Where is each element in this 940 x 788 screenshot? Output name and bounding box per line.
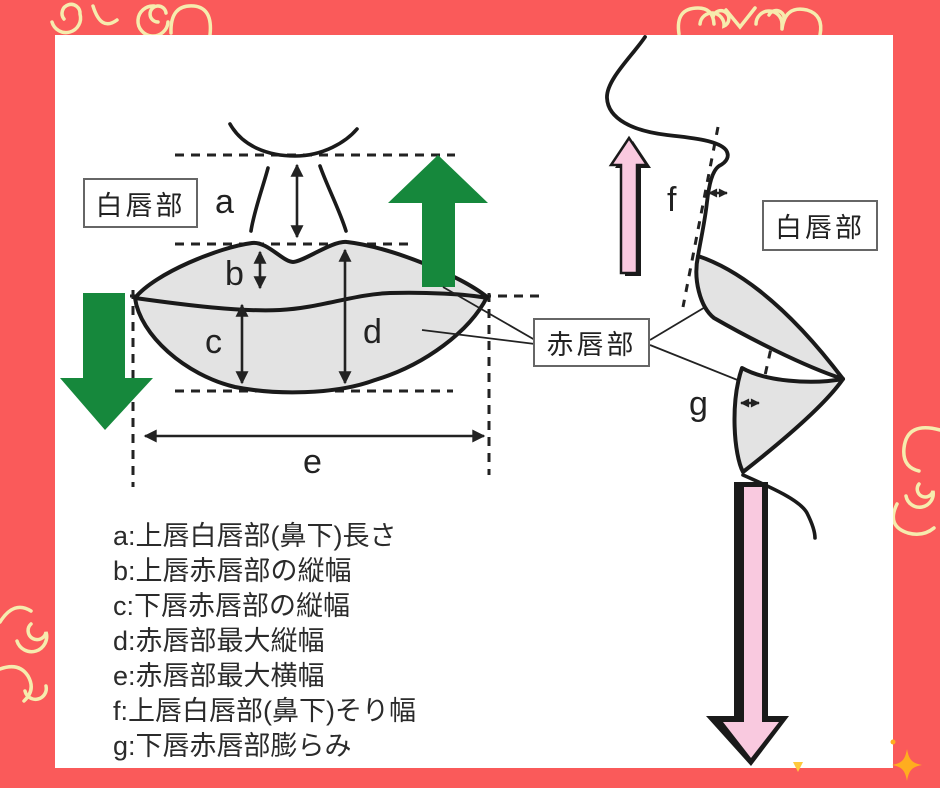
legend-item-c: c:下唇赤唇部の縦幅 <box>113 591 351 621</box>
profile-measure-arrows <box>708 188 760 408</box>
label-e: e <box>303 443 322 481</box>
cloud-top-left-icon <box>50 2 213 38</box>
legend-item-a: a:上唇白唇部(鼻下)長さ <box>113 521 397 551</box>
profile-face-outline <box>605 35 730 258</box>
front-lips-shape <box>132 239 490 395</box>
cloud-left-bottom-icon <box>0 605 49 703</box>
measure-letters: a b c d e f g <box>205 181 708 481</box>
label-g: g <box>689 385 708 423</box>
legend: a:上唇白唇部(鼻下)長さ b:上唇赤唇部の縦幅 c:下唇赤唇部の縦幅 d:赤唇… <box>113 519 583 764</box>
legend-item-b: b:上唇赤唇部の縦幅 <box>113 556 352 586</box>
legend-item-f: f:上唇白唇部(鼻下)そり幅 <box>113 696 416 726</box>
label-f: f <box>667 181 677 219</box>
green-up-arrow <box>388 155 488 287</box>
legend-item-g: g:下唇赤唇部膨らみ <box>113 731 352 761</box>
sparkle-icon <box>892 749 922 781</box>
white-lip-label-box-front: 白唇部 <box>83 178 198 228</box>
legend-item-e: e:赤唇部最大横幅 <box>113 661 325 691</box>
legend-item-d: d:赤唇部最大縦幅 <box>113 626 325 656</box>
front-nose-outline <box>228 122 359 233</box>
front-mouth-line <box>134 290 488 313</box>
label-d: d <box>363 313 382 351</box>
lip-measurement-diagram: a b c d e f g <box>60 35 845 766</box>
profile-upper-lip-shape <box>694 254 845 381</box>
pink-up-arrow <box>608 135 651 276</box>
front-measure-arrows <box>143 163 486 443</box>
cloud-right-middle-icon <box>891 426 940 536</box>
label-c: c <box>205 323 222 361</box>
white-lip-label-box-profile: 白唇部 <box>762 200 878 251</box>
red-lip-label-box: 赤唇部 <box>533 318 650 367</box>
green-down-arrow <box>60 293 153 430</box>
profile-lower-lip-shape <box>732 366 845 474</box>
label-b: b <box>225 255 244 293</box>
pink-down-arrow <box>706 482 789 766</box>
cloud-top-right-icon <box>676 6 823 37</box>
label-a: a <box>215 183 234 221</box>
diagram-panel: a b c d e f g 白唇部 赤唇部 白唇部 a:上唇白唇部(鼻下)長さ … <box>55 35 893 768</box>
